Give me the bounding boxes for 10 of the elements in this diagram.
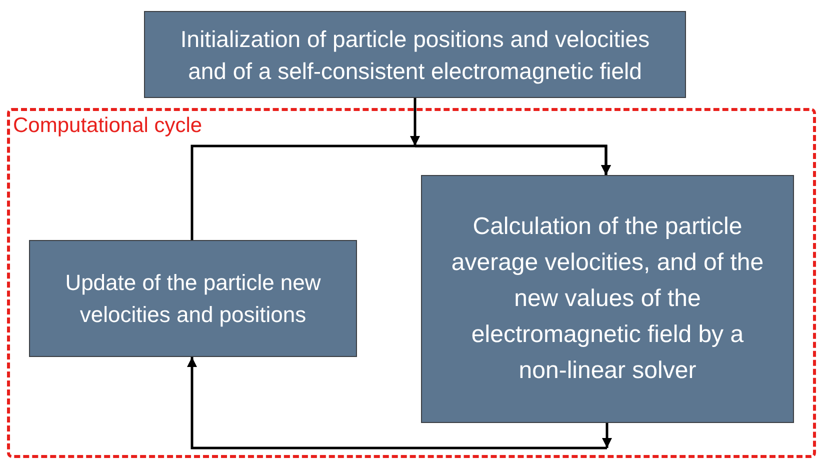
box-text: Update of the particle new velocities and positions (64, 268, 322, 329)
arrow (187, 357, 612, 450)
box-text: Initialization of particle positions and velocities and of a self-consistent electromagnetic field (179, 24, 651, 86)
process-box (144, 11, 686, 98)
process-box (421, 175, 794, 423)
arrow (190, 144, 611, 240)
box-text: Calculation of the particle average velocities, and of the new values of the electromagnetic field by a non-linear solver (450, 212, 765, 386)
group-heading: Computational cycle (13, 113, 202, 139)
process-box (29, 240, 357, 357)
dashed-frame (7, 108, 816, 458)
